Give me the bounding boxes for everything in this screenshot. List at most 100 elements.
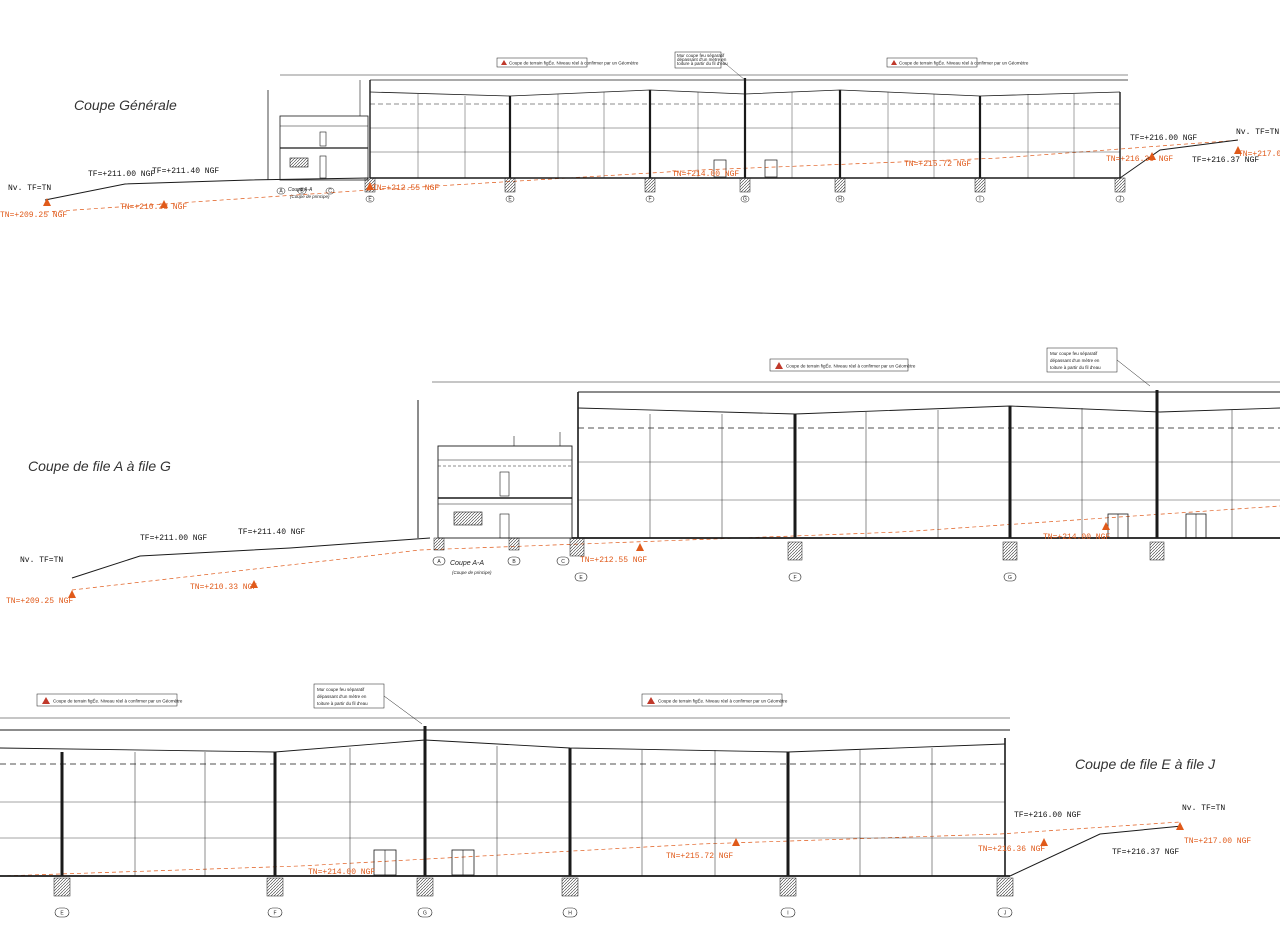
coupe-aa-label: Coupe A-A [450,560,484,567]
level-tn: TN=+217.00 NGF [1184,837,1251,846]
svg-text:E: E [508,197,512,203]
terrain-line [1009,825,1183,877]
axis-marker: I [780,907,796,918]
svg-text:F: F [273,911,276,917]
tn-line [71,505,1280,591]
fire-wall-note: Mur coupe feu séparatif dépassant d'un m… [674,51,746,81]
axis-marker: H [835,195,845,203]
level-nv: Nv. TF=TN [8,184,51,193]
axis-marker: F [788,572,802,582]
svg-text:B: B [300,189,304,195]
warning-note: Coupe de terrain figÉe. Niveau réel à co… [36,693,183,707]
svg-text:G: G [743,197,747,203]
svg-text:E: E [368,197,372,203]
axis-marker: E [505,195,515,203]
svg-text:I: I [787,911,788,917]
axis-marker: F [267,907,283,918]
level-tf: TF=+211.40 NGF [152,167,219,176]
axis-marker: G [1003,572,1017,582]
svg-text:A: A [437,559,441,565]
tn-line-general [44,139,1241,213]
axis-marker: J [997,907,1013,918]
axis-marker: E [574,572,588,582]
axis-marker: G [417,907,433,918]
svg-text:toiture à partir du fil d'eau: toiture à partir du fil d'eau [677,61,728,66]
axis-marker: E [54,907,70,918]
svg-text:Mur coupe feu séparatif: Mur coupe feu séparatif [677,53,725,58]
coupe-aa-label: Coupe A-A [288,187,313,193]
level-tn: TN=+215.72 NGF [904,160,971,169]
warning-note: Coupe de terrain figÉe. Niveau réel à co… [496,57,639,68]
axis-marker: C [556,556,570,566]
axis-marker: G [740,195,750,203]
axes: E F G H I J [54,907,1013,918]
axes-general: A B C E E F G H I J [276,187,1125,203]
terrain-line [71,537,431,579]
svg-text:G: G [1008,575,1012,581]
axes: A B C E F G [432,556,1017,582]
svg-text:H: H [568,911,572,917]
level-tn: TN=+215.72 NGF [666,852,733,861]
warning-note: Coupe de terrain figÉe. Niveau réel à co… [769,358,916,372]
level-tn: TN=+209.25 NGF [6,597,73,606]
level-tn: TN=+216.36 NGF [1106,155,1173,164]
svg-text:Coupe de terrain figÉe. Niveau: Coupe de terrain figÉe. Niveau réel à co… [509,60,639,66]
coupe-aa-sublabel: (Coupe de principe) [290,194,330,199]
level-tn: TN=+214.00 NGF [308,868,375,877]
svg-text:J: J [1004,911,1007,917]
svg-text:toiture à partir du fil d'eau: toiture à partir du fil d'eau [1050,365,1101,370]
level-tf: TF=+211.40 NGF [238,528,305,537]
svg-text:H: H [838,197,842,203]
axis-marker: A [276,187,286,195]
level-tn: TN=+214.00 NGF [1043,533,1110,542]
level-tn: TN=+209.25 NGF [0,211,67,220]
svg-text:E: E [60,911,64,917]
fire-wall-note: Mur coupe feu séparatif dépassant d'un m… [313,683,423,725]
svg-text:Coupe de terrain figÉe. Niveau: Coupe de terrain figÉe. Niveau réel à co… [658,698,788,704]
svg-text:I: I [979,197,980,203]
svg-text:dépassant d'un mètre en: dépassant d'un mètre en [1050,358,1100,363]
axis-marker: I [975,195,985,203]
svg-text:Coupe de terrain figÉe. Niveau: Coupe de terrain figÉe. Niveau réel à co… [786,363,916,369]
svg-text:Mur coupe feu séparatif: Mur coupe feu séparatif [317,687,365,692]
warehouse [432,381,1280,561]
level-tn: TN=+210.33 NGF [120,203,187,212]
svg-text:C: C [328,189,332,195]
coupe-aa-sublabel: (Coupe de principe) [452,570,492,575]
terrain-line-left [44,177,369,201]
section-e-to-j: Coupe de file E à file J [0,683,1251,918]
level-tn: TN=+210.33 NGF [190,583,257,592]
axis-marker: F [645,195,655,203]
axis-marker: H [562,907,578,918]
axis-marker: A [432,556,446,566]
level-tf: TF=+216.00 NGF [1130,134,1197,143]
axis-marker: C [325,187,335,195]
title-general: Coupe Générale [74,97,177,113]
level-tn: TN=+212.55 NGF [580,556,647,565]
level-tn: TN=+214.00 NGF [672,170,739,179]
svg-text:Mur coupe feu séparatif: Mur coupe feu séparatif [1050,351,1098,356]
title-a-to-g: Coupe de file A à file G [28,458,171,474]
level-tf: TF=+216.37 NGF [1112,848,1179,857]
svg-text:Coupe de terrain figÉe. Niveau: Coupe de terrain figÉe. Niveau réel à co… [899,60,1029,66]
level-tn: TN=+212.55 NGF [372,184,439,193]
svg-text:Coupe de terrain figÉe. Niveau: Coupe de terrain figÉe. Niveau réel à co… [53,698,183,704]
svg-text:F: F [648,197,651,203]
svg-text:dépassant d'un mètre en: dépassant d'un mètre en [677,57,727,62]
svg-text:G: G [423,911,427,917]
level-nv: Nv. TF=TN [1182,804,1225,813]
svg-text:toiture à partir du fil d'eau: toiture à partir du fil d'eau [317,701,368,706]
svg-text:J: J [1119,197,1122,203]
level-tn: TN=+216.36 NGF [978,845,1045,854]
office-block [417,400,573,539]
svg-text:A: A [279,189,283,195]
level-tf: TF=+216.37 NGF [1192,156,1259,165]
terrain-line-right [1119,139,1239,179]
warehouse-general [280,74,1128,193]
svg-text:E: E [579,575,583,581]
section-a-to-g: Coupe de file A à file G [6,347,1280,606]
axis-marker: J [1115,195,1125,203]
level-tf: TF=+211.00 NGF [88,170,155,179]
level-tf: TF=+211.00 NGF [140,534,207,543]
